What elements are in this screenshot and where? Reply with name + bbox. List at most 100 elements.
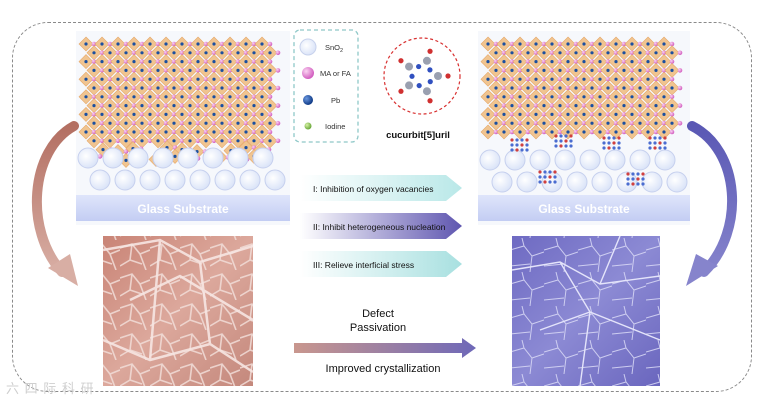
- pb-atom: [172, 86, 176, 90]
- ma-fa-atom: [275, 50, 281, 56]
- bottom-arrow: [294, 338, 476, 358]
- pb-atom: [108, 121, 112, 125]
- pb-atom: [542, 51, 546, 55]
- pb-atom: [220, 104, 224, 108]
- pb-atom: [84, 42, 88, 46]
- cluster-atom: [538, 175, 542, 179]
- ma-fa-atom: [187, 76, 193, 82]
- sno2-particle: [616, 171, 638, 193]
- ma-fa-atom: [187, 129, 193, 135]
- pb-atom: [100, 130, 104, 134]
- ma-fa-atom: [243, 68, 249, 73]
- ma-fa-atom: [645, 120, 651, 126]
- pb-atom: [518, 42, 522, 46]
- ma-fa-atom: [565, 120, 571, 126]
- ma-fa-atom: [581, 68, 587, 73]
- cluster-atom: [653, 146, 657, 150]
- pb-atom: [156, 121, 160, 125]
- ma-fa-atom: [565, 103, 571, 108]
- cluster-atom: [602, 146, 606, 150]
- pb-atom: [606, 121, 610, 125]
- ma-fa-atom: [637, 94, 643, 100]
- pb-atom: [606, 68, 610, 72]
- pb-atom: [662, 95, 666, 99]
- sno2-particle: [77, 147, 99, 169]
- ma-fa-atom: [115, 50, 121, 56]
- pb-atom: [260, 42, 264, 46]
- ma-fa-atom: [501, 120, 507, 126]
- ma-fa-atom: [573, 129, 579, 135]
- ma-fa-atom: [565, 85, 571, 91]
- ma-fa-atom: [597, 120, 603, 126]
- cluster-atom: [641, 172, 645, 176]
- cluster-atom: [510, 138, 514, 142]
- pb-atom: [614, 60, 618, 64]
- pb-atom: [598, 60, 602, 64]
- ma-fa-atom: [629, 50, 635, 56]
- pb-atom: [196, 95, 200, 99]
- pb-atom: [220, 86, 224, 90]
- ma-fa-atom: [107, 112, 113, 117]
- ma-fa-atom: [99, 103, 105, 108]
- left-perovskite-panel: Glass Substrate: [76, 31, 290, 225]
- ma-fa-atom: [171, 41, 177, 47]
- pb-atom: [100, 95, 104, 99]
- pb-atom: [614, 42, 618, 46]
- ma-fa-atom: [597, 68, 603, 73]
- pb-atom: [244, 77, 248, 81]
- ma-fa-atom: [235, 59, 241, 64]
- defect-text: Defect: [362, 308, 394, 320]
- ma-fa-atom: [267, 129, 273, 135]
- ma-fa-atom: [275, 138, 281, 144]
- ma-fa-atom: [211, 103, 217, 108]
- ma-fa-atom: [267, 59, 273, 64]
- ma-fa-atom: [669, 112, 675, 117]
- right-glass-substrate: [478, 195, 690, 221]
- pb-atom: [518, 112, 522, 116]
- pb-atom: [132, 42, 136, 46]
- ma-fa-atom: [171, 94, 177, 100]
- ma-fa-atom: [621, 59, 627, 64]
- sno2-particle: [579, 149, 601, 171]
- pb-atom: [148, 60, 152, 64]
- pb-atom: [220, 51, 224, 55]
- pb-atom: [494, 68, 498, 72]
- pb-atom: [108, 68, 112, 72]
- ma-fa-atom: [219, 76, 225, 82]
- ma-fa-atom: [203, 41, 209, 47]
- ma-fa-atom: [629, 120, 635, 126]
- ma-fa-atom: [163, 103, 169, 108]
- ma-fa-atom: [493, 59, 499, 64]
- sno2-particle: [127, 147, 149, 169]
- nitrogen-atom: [427, 67, 433, 73]
- ma-fa-atom: [493, 129, 499, 135]
- pb-atom: [654, 68, 658, 72]
- nitrogen-atom: [416, 63, 422, 70]
- pb-atom: [244, 112, 248, 116]
- ma-fa-atom: [147, 50, 153, 56]
- ma-fa-atom: [557, 76, 563, 82]
- pb-atom: [598, 77, 602, 81]
- oxygen-atom: [398, 58, 404, 64]
- ma-fa-atom: [251, 112, 257, 117]
- cluster-atom: [648, 141, 652, 145]
- ma-fa-atom: [525, 112, 531, 117]
- sno2-particle: [641, 171, 663, 193]
- ma-fa-atom: [677, 50, 683, 56]
- cluster-atom: [607, 136, 611, 140]
- pb-atom: [148, 130, 152, 134]
- cluster-atom: [564, 144, 568, 148]
- pb-atom: [132, 77, 136, 81]
- pb-atom: [566, 130, 570, 134]
- ma-fa-atom: [661, 120, 667, 126]
- cluster-atom: [525, 143, 529, 147]
- sno2-particle: [177, 147, 199, 169]
- ma-fa-atom: [131, 85, 137, 91]
- ma-fa-atom: [549, 120, 555, 126]
- legend-ma-fa-label: MA or FA: [320, 69, 351, 78]
- pb-atom: [164, 95, 168, 99]
- pb-atom: [172, 104, 176, 108]
- ma-fa-atom: [219, 112, 225, 117]
- sno2-particle: [252, 147, 274, 169]
- ma-fa-atom: [171, 112, 177, 117]
